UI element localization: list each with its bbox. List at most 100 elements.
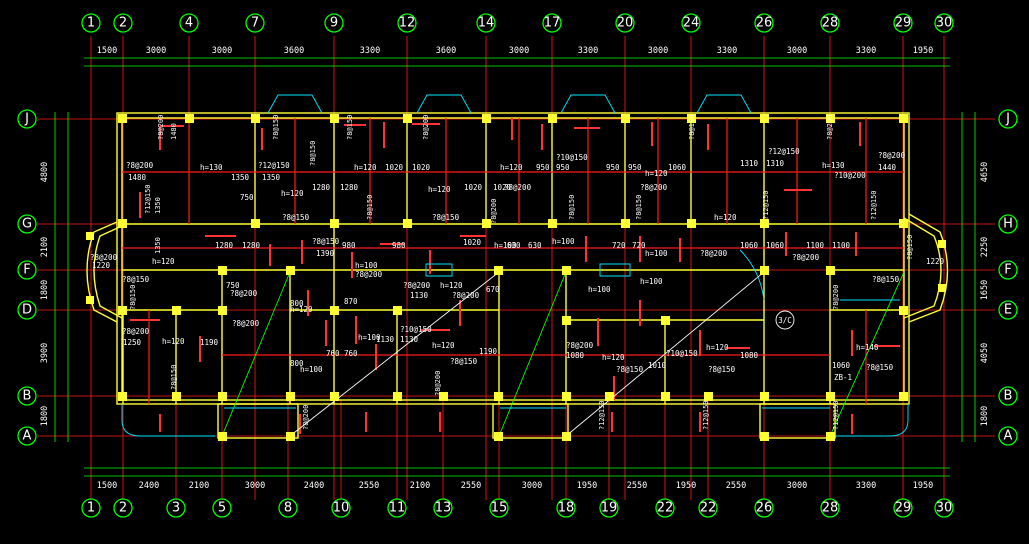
rebar-note: ?8@200	[230, 289, 258, 298]
axis-bubble: 7	[245, 13, 265, 33]
dimension-note: 1190	[200, 338, 219, 347]
rebar-note-vertical: ?8@200	[157, 115, 165, 140]
rebar-note-vertical: ?8@200	[302, 405, 310, 430]
dimension-note: 1080	[566, 351, 585, 360]
svg-text:1: 1	[87, 501, 95, 516]
axis-bubble: B	[998, 386, 1018, 406]
dimension-note: 1280	[340, 183, 359, 192]
svg-text:13: 13	[435, 501, 452, 516]
slab-thickness-label: h=120	[354, 163, 377, 172]
rebar-note: ?10@200	[834, 171, 866, 180]
rebar-note: ?8@200	[355, 270, 383, 279]
slab-thickness-label: h=130	[822, 161, 845, 170]
slab-thickness-label: h=120	[440, 281, 463, 290]
dim-right: 1800	[980, 406, 990, 426]
dimension-note: 870	[344, 297, 358, 306]
dimension-note: 750	[240, 193, 254, 202]
svg-text:B: B	[1004, 389, 1013, 404]
rebar-note: ?8@150	[616, 365, 644, 374]
svg-text:22: 22	[657, 501, 674, 516]
dim-left: 2100	[40, 237, 50, 257]
dimension-note: 750	[226, 281, 240, 290]
rebar-note-vertical: ?8@150	[688, 115, 696, 140]
dimension-note: 1440	[878, 163, 897, 172]
svg-text:5: 5	[218, 501, 226, 516]
interior-walls	[122, 118, 904, 404]
svg-text:28: 28	[822, 501, 839, 516]
dimension-note: 1100	[806, 241, 825, 250]
axis-bubble: 28	[820, 498, 840, 518]
dimension-note: 1130	[410, 291, 429, 300]
axis-bubble: 30	[934, 498, 954, 518]
svg-text:30: 30	[936, 501, 953, 516]
dimension-note: 1220	[92, 261, 111, 270]
rebar-note: ?8@150	[122, 275, 150, 284]
dimension-note: 950	[628, 163, 642, 172]
dim-bottom: 1950	[676, 481, 696, 491]
rebar-note: ?8@200	[878, 151, 906, 160]
axis-bubble: A	[17, 426, 37, 446]
dimension-note: 1020	[493, 183, 512, 192]
dim-top: 3000	[648, 46, 668, 56]
dimension-note: 1020	[412, 163, 431, 172]
axis-bubble: 29	[893, 13, 913, 33]
dim-bottom: 2100	[410, 481, 430, 491]
rebar-note-vertical: ?8@150	[906, 235, 914, 260]
dimension-note: 1350	[262, 173, 281, 182]
dim-left: 4800	[40, 162, 50, 182]
dimension-lines	[54, 57, 976, 477]
axis-bubble: A	[998, 426, 1018, 446]
rebar-note: ?8@150	[708, 365, 736, 374]
axis-bubble: J	[998, 109, 1018, 129]
dimension-note: 1250	[123, 338, 142, 347]
axis-bubble: 5	[212, 498, 232, 518]
dimension-note: 1190	[479, 347, 498, 356]
svg-text:7: 7	[251, 16, 259, 31]
dim-top: 3600	[436, 46, 456, 56]
rebar-note: ?12@150	[258, 161, 290, 170]
axis-bubble: 1	[81, 498, 101, 518]
rebar-note-vertical: 1350	[154, 237, 162, 254]
rebar-note-vertical: ?8@150	[309, 141, 317, 166]
axis-bubble: 28	[820, 13, 840, 33]
rebar-note: ?8@200	[122, 327, 150, 336]
dimension-note: 1060	[766, 241, 785, 250]
dim-top: 3300	[360, 46, 380, 56]
dimension-note: 950	[606, 163, 620, 172]
dimension-note: 800	[290, 359, 304, 368]
bottom-dimensions: 1500 2400 2100 3000 2400 2550 2100 2550 …	[97, 481, 933, 491]
axis-bubble: B	[17, 386, 37, 406]
rebar-note-vertical: ?8@150	[170, 365, 178, 390]
axis-bubble: 24	[681, 13, 701, 33]
axis-bubble: 12	[397, 13, 417, 33]
rebar-note-vertical: ?8@200	[422, 115, 430, 140]
rebar-note: ?8@150	[450, 357, 478, 366]
dim-top: 3000	[212, 46, 232, 56]
axis-bubbles-right: J H F E B A	[998, 109, 1018, 446]
stair-marker: 3/C	[778, 316, 792, 325]
axis-bubble: J	[17, 109, 37, 129]
dimension-note: 760	[344, 349, 358, 358]
svg-text:D: D	[22, 303, 32, 318]
dim-bottom: 3300	[856, 481, 876, 491]
dim-top: 3000	[146, 46, 166, 56]
rebar-note: ?8@200	[566, 341, 594, 350]
svg-text:B: B	[23, 389, 32, 404]
axis-bubble: 26	[754, 498, 774, 518]
dimension-note: 1220	[926, 257, 945, 266]
axis-bubble: F	[17, 260, 37, 280]
rebar-marks	[130, 118, 900, 434]
dimension-note: 720	[632, 241, 646, 250]
slab-thickness-label: h=120	[602, 353, 625, 362]
rebar-note-vertical: ?8@200	[434, 371, 442, 396]
rebar-note-vertical: ?12@150	[870, 190, 878, 220]
slab-thickness-label: h=120	[152, 257, 175, 266]
stair-lines	[221, 249, 905, 437]
dimension-note: 1280	[215, 241, 234, 250]
dimension-note: 1280	[242, 241, 261, 250]
dimension-note: 800	[290, 299, 304, 308]
side-dimensions: 4800 2100 1800 3900 1800 4650 2250 1650 …	[40, 162, 990, 426]
dimension-note: 1020	[385, 163, 404, 172]
dim-right: 4050	[980, 343, 990, 363]
axis-bubble: 17	[542, 13, 562, 33]
